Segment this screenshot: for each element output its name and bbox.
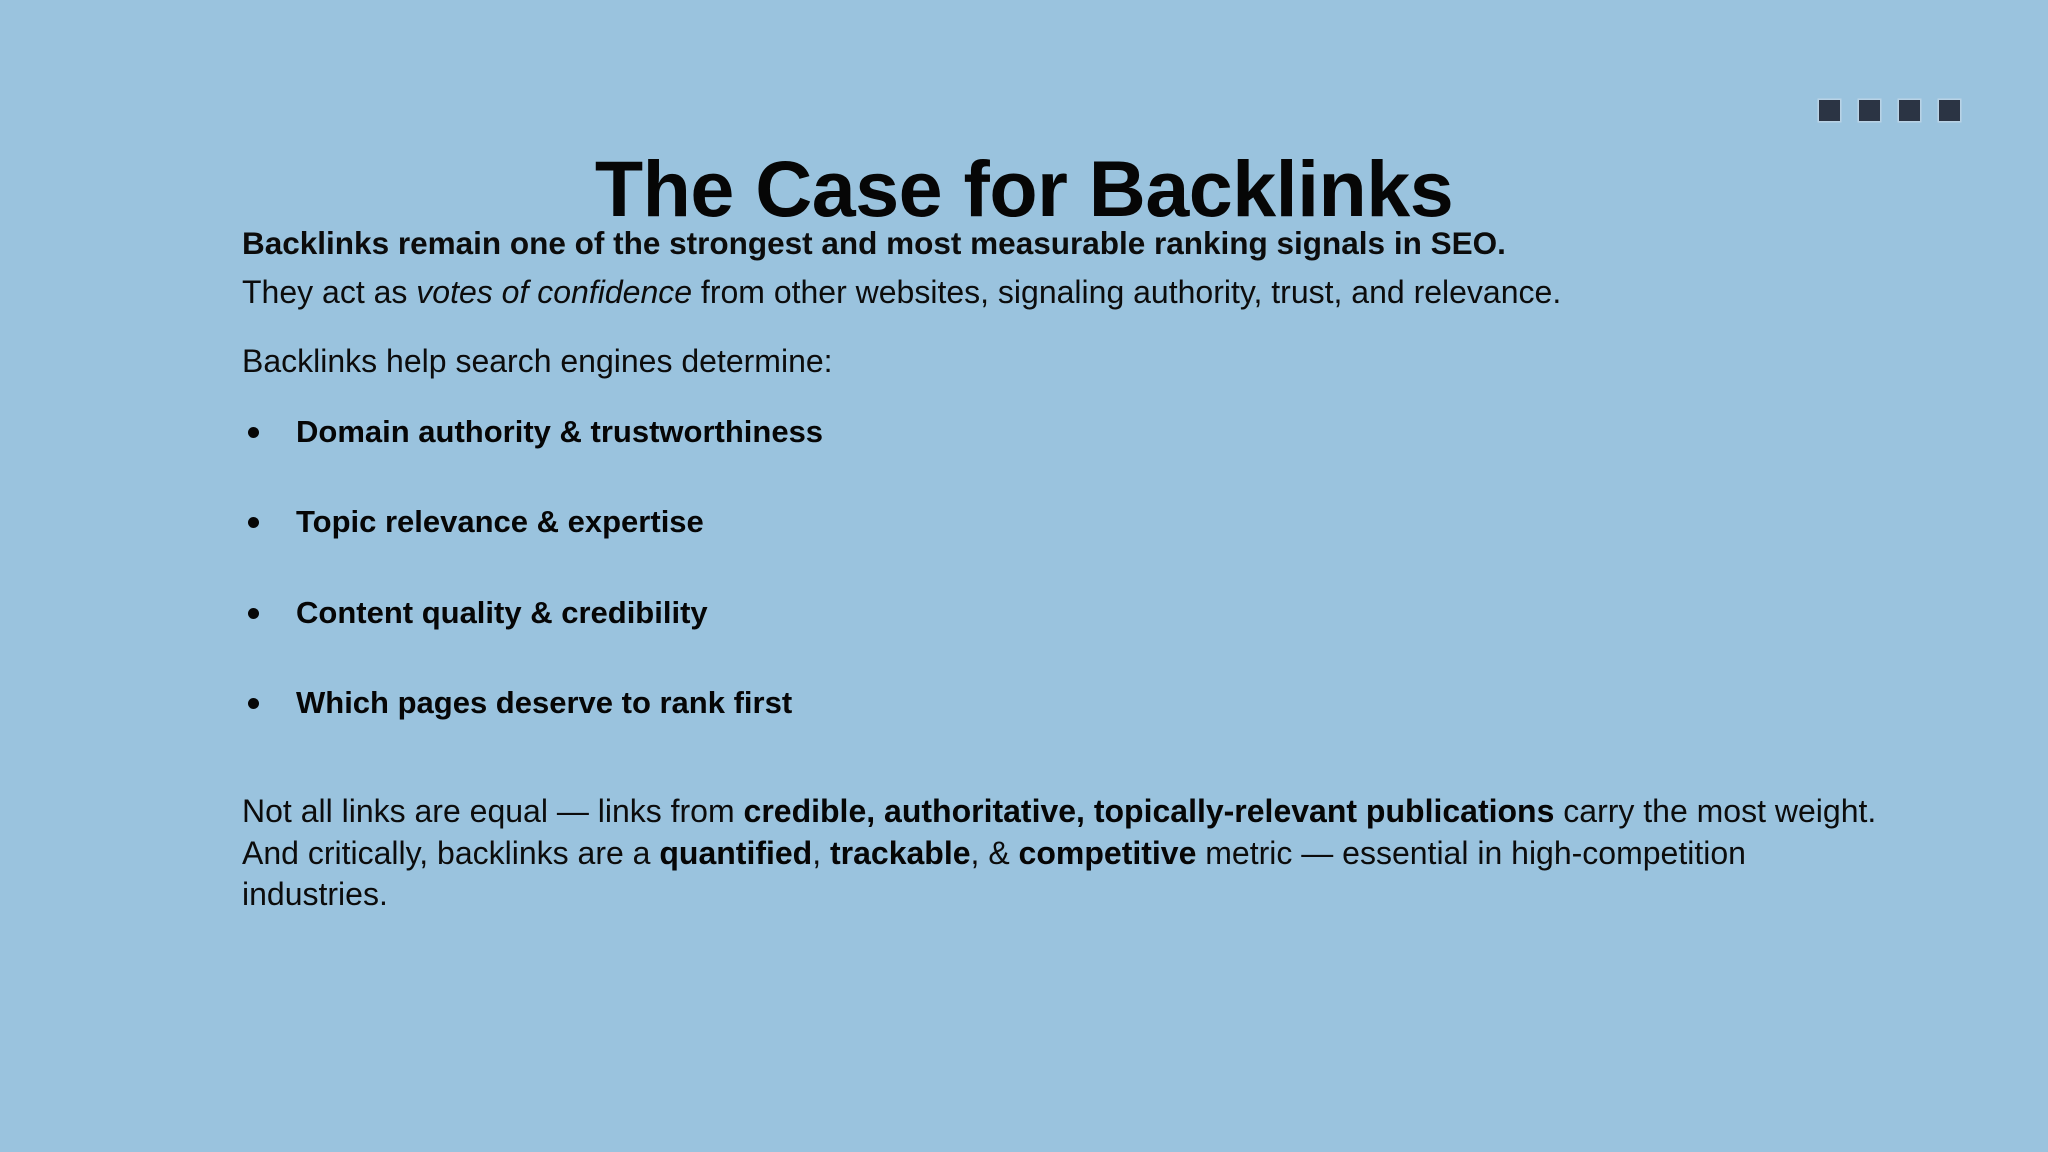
closing-p1-before: Not all links are equal — links from [242, 792, 744, 829]
slide-body: Backlinks remain one of the strongest an… [242, 222, 1882, 916]
list-item-label: Content quality & credibility [296, 594, 708, 630]
list-item-label: Domain authority & trustworthiness [296, 414, 824, 450]
list-item-rank-first: Which pages deserve to rank first [242, 684, 1882, 721]
list-item-topic-relevance: Topic relevance & expertise [242, 503, 1882, 540]
list-item-content-quality: Content quality & credibility [242, 594, 1882, 631]
bullet-dot-icon [248, 427, 259, 439]
closing-paragraph-1: Not all links are equal — links from cre… [242, 791, 1882, 833]
closing-p2-sep-1: , [812, 834, 830, 871]
list-item-domain-authority: Domain authority & trustworthiness [242, 413, 1882, 450]
page-title: The Case for Backlinks [594, 143, 1454, 233]
bullet-dot-icon [248, 517, 259, 529]
intro-line: Backlinks help search engines determine: [242, 343, 833, 380]
decorative-dots-group [1819, 100, 1960, 121]
closing-p1-bold: credible, authoritative, topically-relev… [743, 792, 1555, 829]
benefits-list: Domain authority & trustworthiness Topic… [242, 413, 1882, 721]
list-item-label: Which pages deserve to rank first [296, 684, 793, 720]
bullet-dot-icon [248, 697, 259, 709]
list-item-label: Topic relevance & expertise [296, 504, 704, 540]
lead-rest-text: They act as votes of confidence from oth… [242, 271, 1882, 315]
lead-italic-phrase: votes of confidence [416, 273, 693, 310]
lead-strong-text: Backlinks remain one of the strongest an… [242, 225, 1506, 261]
closing-p2-sep-2: , & [970, 834, 1019, 871]
closing-paragraph-2: And critically, backlinks are a quantifi… [242, 833, 1882, 916]
closing-paragraphs: Not all links are equal — links from cre… [242, 791, 1882, 916]
lead-paragraph: Backlinks remain one of the strongest an… [242, 222, 1882, 314]
closing-p2-before: And critically, backlinks are a [242, 834, 660, 871]
closing-p2-after: metric — essential in high-competition i… [242, 834, 1746, 913]
lead-rest-after: from other websites, signaling authority… [692, 273, 1562, 310]
decorative-square-icon-3 [1899, 100, 1920, 121]
closing-p2-bold-trackable: trackable [830, 834, 971, 871]
closing-p2-bold-competitive: competitive [1018, 834, 1197, 871]
decorative-square-icon-2 [1859, 100, 1880, 121]
closing-p1-after: carry the most weight. [1554, 792, 1877, 829]
bullet-dot-icon [248, 607, 259, 619]
decorative-square-icon-1 [1819, 100, 1840, 121]
closing-p2-bold-quantified: quantified [659, 834, 813, 871]
decorative-square-icon-4 [1939, 100, 1960, 121]
lead-rest-before: They act as [242, 273, 417, 310]
